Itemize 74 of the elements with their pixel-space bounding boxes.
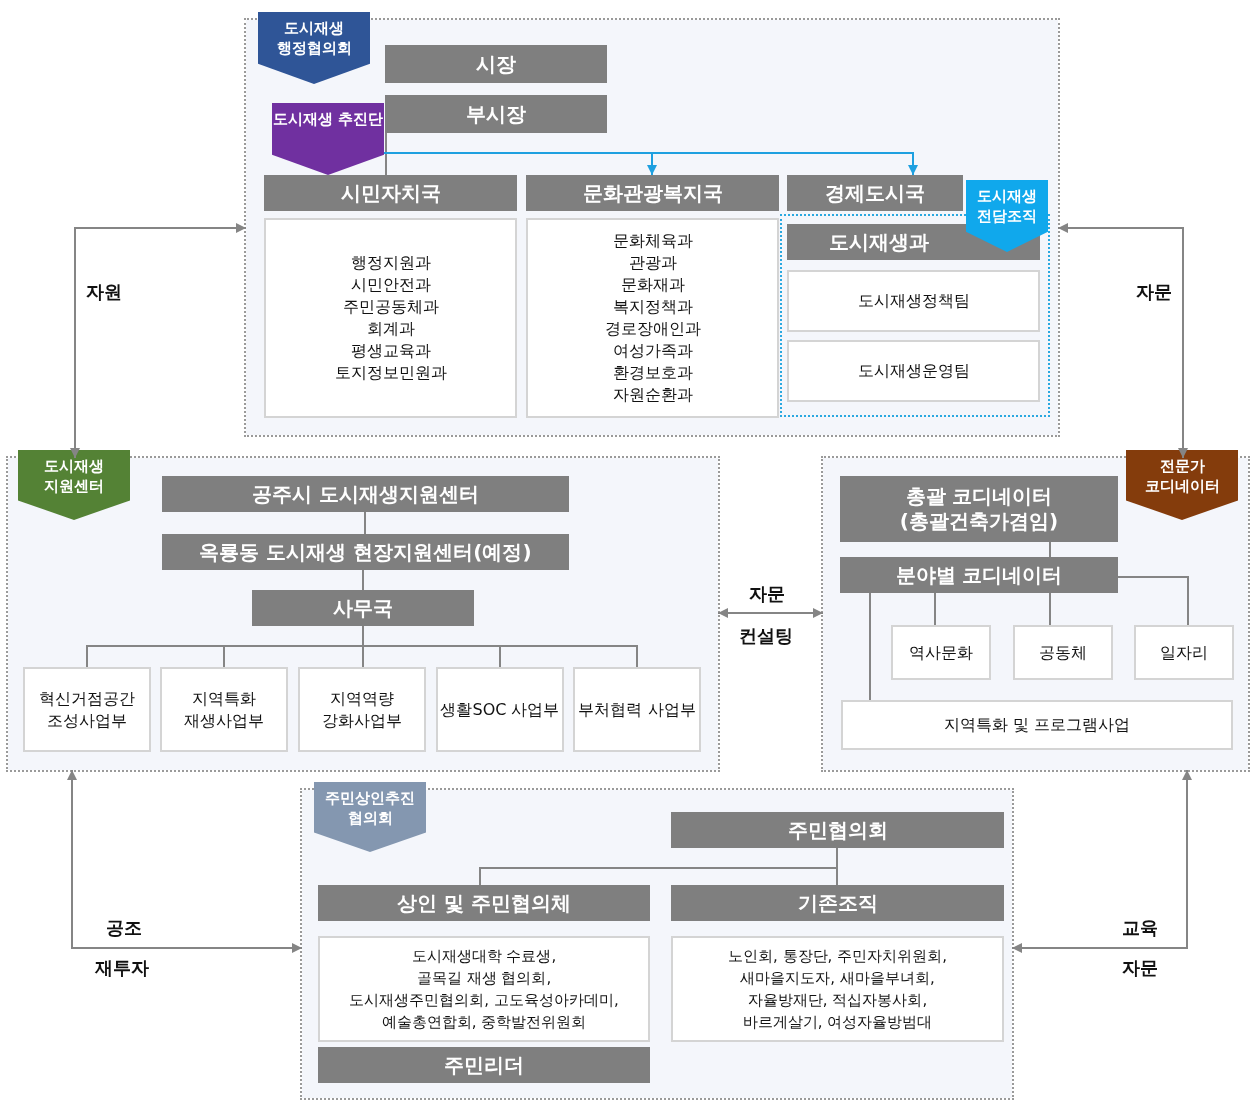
list-item: 도시재생주민협의회, 고도육성아카데미, bbox=[349, 990, 619, 1011]
header-bar: 경제도시국 bbox=[787, 175, 963, 211]
arrow bbox=[67, 769, 303, 953]
connector-line bbox=[836, 847, 838, 886]
list-item: 복지정책과 bbox=[612, 296, 693, 318]
list-item: 주민공동체과 bbox=[342, 296, 439, 318]
header-bar: 주민협의회 bbox=[671, 812, 1004, 848]
unit-box: 역사문화 bbox=[891, 625, 991, 680]
bar-title: 총괄 코디네이터 bbox=[905, 484, 1053, 509]
arrow bbox=[1011, 769, 1192, 953]
list-item: 환경보호과 bbox=[612, 362, 693, 384]
connector-line bbox=[1117, 576, 1189, 626]
arrow bbox=[717, 608, 824, 618]
header-bar: 공주시 도시재생지원센터 bbox=[162, 476, 569, 512]
list-item: 예술총연합회, 중학발전위원회 bbox=[381, 1012, 587, 1033]
unit-box: 도시재생운영팀 bbox=[787, 340, 1040, 402]
header-bar: 문화관광복지국 bbox=[526, 175, 779, 211]
connector-line bbox=[362, 569, 364, 591]
unit-box: 지역역량 강화사업부 bbox=[298, 667, 426, 752]
list-item: 자원순환과 bbox=[612, 384, 693, 406]
connector-line bbox=[1049, 592, 1051, 626]
connector-line bbox=[362, 625, 638, 668]
bar-title: (총괄건축가겸임) bbox=[899, 509, 1059, 534]
list-item: 문화재과 bbox=[620, 274, 685, 296]
list-item: 새마을지도자, 새마을부녀회, bbox=[740, 968, 935, 989]
header-bar: 시민자치국 bbox=[264, 175, 517, 211]
list-item: 자율방재단, 적십자봉사회, bbox=[747, 990, 928, 1011]
list-box bbox=[318, 936, 650, 1042]
unit-box: 지역특화 및 프로그램사업 bbox=[841, 700, 1233, 750]
header-bar: 기존조직 bbox=[671, 885, 1004, 921]
unit-box: 공동체 bbox=[1013, 625, 1113, 680]
unit-box: 일자리 bbox=[1134, 625, 1234, 680]
list-item: 골목길 재생 협의회, bbox=[416, 968, 552, 989]
list-box bbox=[526, 218, 779, 418]
unit-box: 혁신거점공간 조성사업부 bbox=[23, 667, 151, 752]
list-item: 관광과 bbox=[628, 252, 677, 274]
unit-box: 도시재생정책팀 bbox=[787, 270, 1040, 332]
unit-box: 생활SOC 사업부 bbox=[436, 667, 564, 752]
list-item: 도시재생대학 수료생, bbox=[411, 946, 557, 967]
list-item: 토지정보민원과 bbox=[334, 362, 447, 384]
pennant-label: 전문가 코디네이터 bbox=[1126, 450, 1238, 520]
header-bar: 옥룡동 도시재생 현장지원센터(예정) bbox=[162, 534, 569, 570]
connector-line bbox=[364, 511, 366, 535]
list-item: 바르게살기, 여성자율방범대 bbox=[742, 1012, 933, 1033]
header-bar: 주민리더 bbox=[318, 1047, 650, 1083]
header-bar: 부시장 bbox=[385, 95, 607, 133]
unit-box: 부처협력 사업부 bbox=[573, 667, 701, 752]
header-bar: 상인 및 주민협의체 bbox=[318, 885, 650, 921]
pennant-label: 도시재생 추진단 bbox=[272, 103, 384, 175]
list-item: 문화체육과 bbox=[612, 230, 693, 252]
unit-box: 지역특화 재생사업부 bbox=[160, 667, 288, 752]
arrow bbox=[70, 223, 247, 459]
arrow bbox=[1057, 223, 1188, 459]
list-item: 평생교육과 bbox=[350, 340, 431, 362]
header-bar bbox=[840, 476, 1118, 542]
header-bar: 사무국 bbox=[252, 590, 474, 626]
connector-line bbox=[934, 592, 936, 626]
list-item: 노인회, 통장단, 주민자치위원회, bbox=[728, 946, 947, 967]
list-item: 시민안전과 bbox=[350, 274, 431, 296]
list-item: 회계과 bbox=[366, 318, 415, 340]
pennant-label: 도시재생 전담조직 bbox=[966, 180, 1048, 252]
connector-line bbox=[1049, 541, 1051, 558]
connector-line bbox=[385, 132, 387, 176]
list-box bbox=[264, 218, 517, 418]
list-item: 행정지원과 bbox=[350, 252, 431, 274]
pennant-label: 도시재생 행정협의회 bbox=[258, 12, 370, 84]
pennant-label: 도시재생 지원센터 bbox=[18, 450, 130, 520]
pennant-label: 주민상인추진 협의회 bbox=[314, 782, 426, 852]
connector-line bbox=[869, 592, 871, 701]
list-box bbox=[671, 936, 1004, 1042]
header-bar: 시장 bbox=[385, 45, 607, 83]
header-bar: 분야별 코디네이터 bbox=[840, 557, 1118, 593]
list-item: 경로장애인과 bbox=[604, 318, 701, 340]
list-item: 여성가족과 bbox=[612, 340, 693, 362]
